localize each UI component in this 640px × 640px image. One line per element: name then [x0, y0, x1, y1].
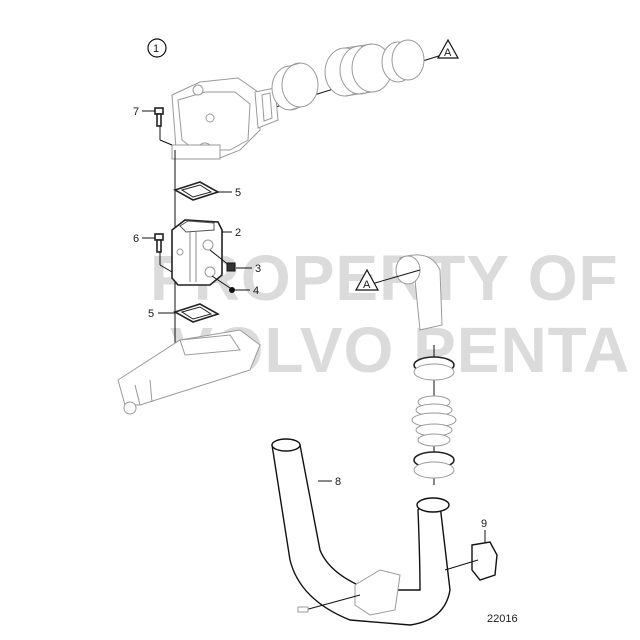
callout-3: 3 — [255, 263, 261, 275]
right-clamp-ring-2 — [413, 451, 455, 479]
watermark: PROPERTY OF VOLVO PENTA — [150, 242, 629, 386]
reference-mark-a-mid-label: A — [363, 279, 371, 291]
exhaust-pipe-8: 8 — [271, 438, 451, 626]
right-clamp-ring-1 — [413, 356, 455, 381]
gasket-9: 9 — [444, 518, 498, 581]
drawing-number: 22016 — [487, 613, 518, 625]
reference-mark-a-top: A — [436, 38, 460, 59]
callout-8: 8 — [335, 476, 341, 488]
callout-6: 6 — [133, 233, 139, 245]
callout-7: 7 — [133, 106, 139, 118]
callout-4: 4 — [253, 285, 259, 297]
callout-5-upper: 5 — [235, 187, 241, 199]
bolt-7: 7 — [133, 106, 173, 146]
figure-marker: 1 — [147, 38, 167, 58]
top-clamp-ring-1 — [271, 62, 319, 111]
bolt-6: 6 — [133, 233, 173, 273]
plug-4: 4 — [211, 275, 259, 297]
plug-3: 3 — [209, 249, 261, 275]
gasket-5-lower: 5 — [148, 303, 221, 323]
top-clamp-ring-2 — [381, 39, 425, 83]
outdrive-leg — [117, 329, 261, 415]
reference-mark-a-top-label: A — [444, 47, 452, 59]
watermark-line-1: PROPERTY OF — [150, 242, 619, 314]
callout-2: 2 — [235, 227, 241, 239]
callout-5-lower: 5 — [148, 308, 154, 320]
exhaust-elbow-housing — [171, 77, 279, 160]
figure-marker-label: 1 — [153, 43, 159, 55]
riser-block-2: 2 — [171, 219, 241, 286]
reference-mark-a-mid: A — [354, 268, 380, 291]
callout-9: 9 — [481, 518, 487, 530]
right-rubber-bellows — [411, 395, 457, 447]
exhaust-elbow-upper — [374, 254, 443, 331]
gasket-5-upper: 5 — [172, 181, 241, 201]
top-rubber-sleeve — [324, 43, 393, 97]
